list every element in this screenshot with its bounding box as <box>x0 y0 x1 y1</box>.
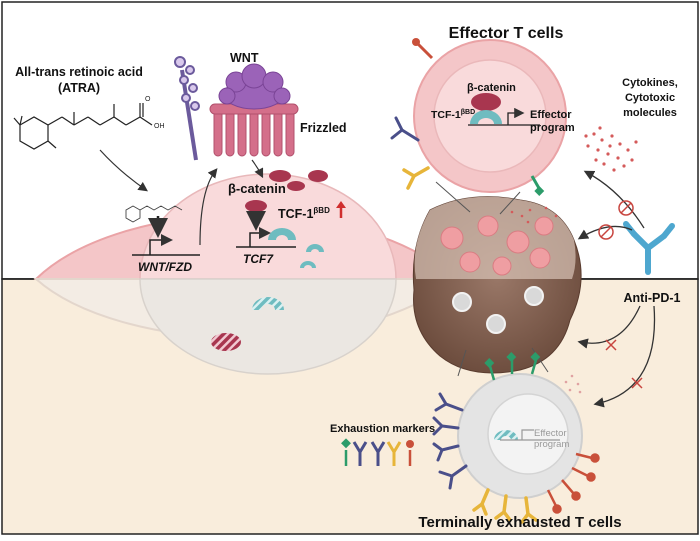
effector-yellow-receptor <box>402 166 430 190</box>
cytokines-label-3: molecules <box>623 107 677 119</box>
wnt-label: WNT <box>230 51 259 65</box>
tcf1-up-arrowhead <box>336 201 346 208</box>
effector-program-label-1: Effector <box>530 109 572 121</box>
exhausted-yellow-receptors <box>472 488 538 524</box>
beta-catenin-label: β-catenin <box>228 181 286 196</box>
exhaustion-markers-label: Exhaustion markers <box>330 423 435 435</box>
wnt-fzd-gene <box>132 234 200 256</box>
atra-hydroxyl-oh: OH <box>154 123 165 130</box>
exhausted-t-cell <box>457 373 583 499</box>
effector-tcf1-label: TCF-1βBD <box>431 109 475 121</box>
exhausted-red-receptors <box>546 452 600 514</box>
antibody-block-circle-2 <box>618 200 634 216</box>
effector-tumor-link-2 <box>499 191 521 215</box>
tcf1-striped-protein <box>252 297 284 310</box>
atra-label-line1: All-trans retinoic acid <box>15 65 143 79</box>
antibody-block-slash-1 <box>600 226 612 238</box>
tcf1-label: TCF-1βBD <box>278 206 330 221</box>
exhausted-green-receptors <box>484 352 541 381</box>
antibody-failed-exhausted-arrow <box>593 305 656 408</box>
antibody-to-tumor-arrow <box>577 225 633 240</box>
exhausted-effector-label-2: program <box>534 439 569 450</box>
cytokine-dots <box>584 126 638 172</box>
antibody-block-slash-2 <box>620 202 632 214</box>
exhausted-blue-receptors <box>432 392 468 490</box>
frizzled-receptor <box>209 103 299 157</box>
atra-label-line2: (ATRA) <box>58 81 100 95</box>
antibody-failed-tumor-arrow <box>577 305 641 349</box>
exhausted-tumor-link-2 <box>531 347 549 373</box>
exhausted-tcf1 <box>494 430 518 440</box>
effector-tumor-link-1 <box>435 181 471 213</box>
exhausted-effector-gene <box>500 429 560 441</box>
failed-cross-1b <box>605 339 617 351</box>
exhausted-effector-label-1: Effector <box>534 428 567 439</box>
effector-beta-catenin <box>471 93 501 111</box>
cytokines-label-1: Cytokines, <box>622 77 678 89</box>
effector-t-cells-title: Effector T cells <box>449 25 564 42</box>
atra-entry-arrow <box>99 149 148 192</box>
tumor-cytokine-dots <box>510 206 558 224</box>
lrp-coreceptor <box>174 56 200 161</box>
effector-red-receptor <box>412 38 434 60</box>
exhausted-cytokine-dots <box>564 374 582 394</box>
effector-pd1-receptor <box>390 116 420 142</box>
tcf1-proteins <box>268 228 324 268</box>
wnt-fzd-expression-arrow <box>199 168 218 246</box>
effector-program-label-2: program <box>530 122 575 134</box>
tumor-effector-cells <box>440 215 554 276</box>
wnt-ligand <box>218 63 291 110</box>
beta-catenin-cytoplasm <box>245 170 328 212</box>
exhaustion-marker-icons <box>341 438 414 466</box>
atra-nuclear-molecule-icon <box>125 205 183 223</box>
antibody-to-effector-arrow <box>583 170 645 229</box>
tcf7-gene <box>236 227 296 248</box>
exhausted-tumor-link-1 <box>457 349 467 377</box>
effector-tcf1 <box>470 110 502 124</box>
frizzled-signal-arrow <box>251 159 264 179</box>
anti-pd1-label: Anti-PD-1 <box>624 291 681 305</box>
anti-pd1-antibody-icon <box>623 221 675 275</box>
atra-carbonyl-o: O <box>145 96 151 103</box>
exhausted-t-cells-title: Terminally exhausted T cells <box>418 514 621 531</box>
cytokines-label-2: Cytotoxic <box>625 92 675 104</box>
failed-cross-2b <box>631 377 643 389</box>
tcf7-gene-label: TCF7 <box>243 252 274 266</box>
tumor-exhausted-cells <box>452 286 544 334</box>
effector-program-gene <box>468 107 540 126</box>
effector-beta-catenin-label: β-catenin <box>467 82 516 94</box>
wnt-fzd-gene-label: WNT/FZD <box>138 260 192 274</box>
beta-catenin-striped-protein <box>211 333 241 351</box>
atra-molecule-icon <box>13 103 153 150</box>
antibody-block-circle-1 <box>598 224 614 240</box>
frizzled-label: Frizzled <box>300 121 347 135</box>
